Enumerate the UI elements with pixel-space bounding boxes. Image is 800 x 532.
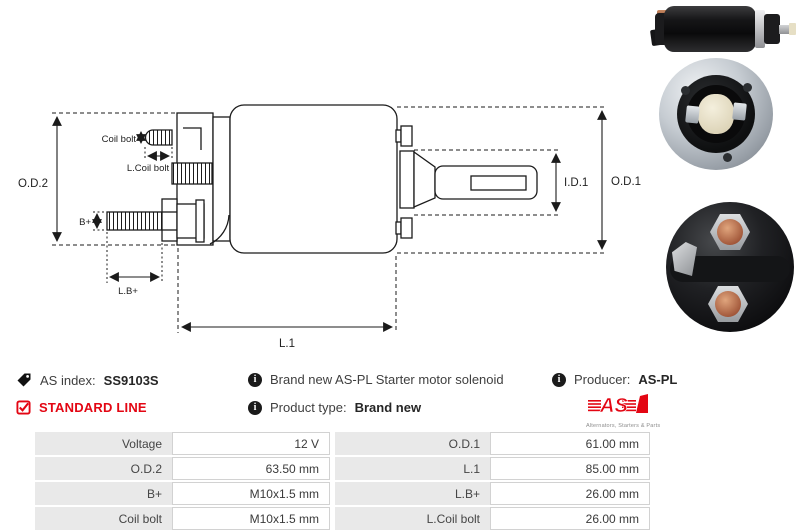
product-type-row: i Product type: Brand new: [248, 400, 421, 415]
as-index-label: AS index:: [40, 372, 96, 388]
photo-barrel: [664, 6, 756, 52]
spec-value: 12 V: [172, 432, 330, 455]
info-icon: i: [248, 372, 262, 387]
producer-label: Producer:: [574, 372, 631, 387]
table-row: Coil bolt M10x1.5 mm L.Coil bolt 26.00 m…: [35, 507, 650, 530]
spec-label: Voltage: [35, 432, 172, 455]
photo-chrome-ring: [755, 10, 765, 48]
photo-shaft-tip: [789, 23, 796, 35]
photo-terminal-copper: [715, 291, 741, 317]
spec-label: O.D.2: [35, 457, 172, 480]
photo-rear-cylinder: [764, 14, 780, 44]
spec-value: M10x1.5 mm: [172, 507, 330, 530]
photo-front-plunger: [698, 94, 734, 134]
tag-icon: [17, 373, 31, 387]
spec-label: L.Coil bolt: [335, 507, 490, 530]
info-icon: i: [552, 372, 566, 387]
as-index-row: AS index: SS9103S: [16, 372, 159, 388]
photo-terminal-copper: [717, 219, 743, 245]
dim-label-l-coil-bolt: L.Coil bolt: [127, 163, 170, 174]
standard-line-badge: STANDARD LINE: [39, 400, 147, 415]
dim-label-od1: O.D.1: [611, 176, 641, 188]
photo-terminal-top: [710, 214, 750, 250]
photo-front-hole: [723, 153, 732, 162]
spec-label: L.B+: [335, 482, 490, 505]
photo-side-view[interactable]: [649, 2, 798, 56]
photo-front-tab-left: [685, 105, 700, 124]
dim-label-id1: I.D.1: [564, 177, 588, 189]
photo-terminal-bottom: [708, 286, 748, 322]
as-pl-logo-mark: AS: [588, 394, 648, 417]
photo-rear-view[interactable]: [660, 200, 800, 336]
spec-label: O.D.1: [335, 432, 490, 455]
as-pl-logo[interactable]: AS Alternators, Starters & Parts: [586, 394, 661, 429]
checkbox-icon: [16, 400, 31, 415]
technical-diagram: O.D.2 O.D.1 I.D.1 L.1: [18, 104, 641, 350]
photo-front-tab-right: [732, 102, 747, 121]
dim-label-od2: O.D.2: [18, 178, 48, 190]
spec-value: 61.00 mm: [490, 432, 650, 455]
info-icon: i: [248, 400, 262, 415]
spec-table: Voltage 12 V O.D.1 61.00 mm O.D.2 63.50 …: [35, 432, 650, 532]
as-pl-logo-subtext: Alternators, Starters & Parts: [586, 423, 661, 429]
product-description: Brand new AS-PL Starter motor solenoid: [270, 372, 504, 387]
spec-value: M10x1.5 mm: [172, 482, 330, 505]
product-type-value: Brand new: [354, 400, 422, 415]
producer-row: i Producer: AS-PL: [552, 372, 677, 387]
svg-text:AS: AS: [599, 395, 628, 417]
product-info-section: AS index: SS9103S STANDARD LINE i Brand …: [0, 362, 800, 430]
photo-front-hole: [681, 86, 690, 95]
spec-value: 63.50 mm: [172, 457, 330, 480]
table-row: B+ M10x1.5 mm L.B+ 26.00 mm: [35, 482, 650, 505]
description-row: i Brand new AS-PL Starter motor solenoid: [248, 372, 504, 387]
spec-value: 85.00 mm: [490, 457, 650, 480]
as-index-value: SS9103S: [103, 372, 159, 388]
dim-label-l1: L.1: [279, 338, 295, 350]
dim-label-l-b-plus: L.B+: [118, 286, 138, 297]
producer-value: AS-PL: [638, 372, 678, 387]
dim-label-coil-bolt: Coil bolt: [102, 134, 137, 145]
product-type-label: Product type:: [270, 400, 347, 415]
spec-value: 26.00 mm: [490, 482, 650, 505]
photo-shaft: [779, 25, 790, 34]
standard-line-row: STANDARD LINE: [16, 400, 147, 415]
photo-front-view[interactable]: [653, 56, 793, 174]
dim-label-b-plus: B+: [79, 217, 91, 228]
spec-value: 26.00 mm: [490, 507, 650, 530]
spec-label: B+: [35, 482, 172, 505]
table-row: Voltage 12 V O.D.1 61.00 mm: [35, 432, 650, 455]
table-row: O.D.2 63.50 mm L.1 85.00 mm: [35, 457, 650, 480]
spec-label: L.1: [335, 457, 490, 480]
spec-label: Coil bolt: [35, 507, 172, 530]
photo-front-hole: [743, 83, 752, 92]
